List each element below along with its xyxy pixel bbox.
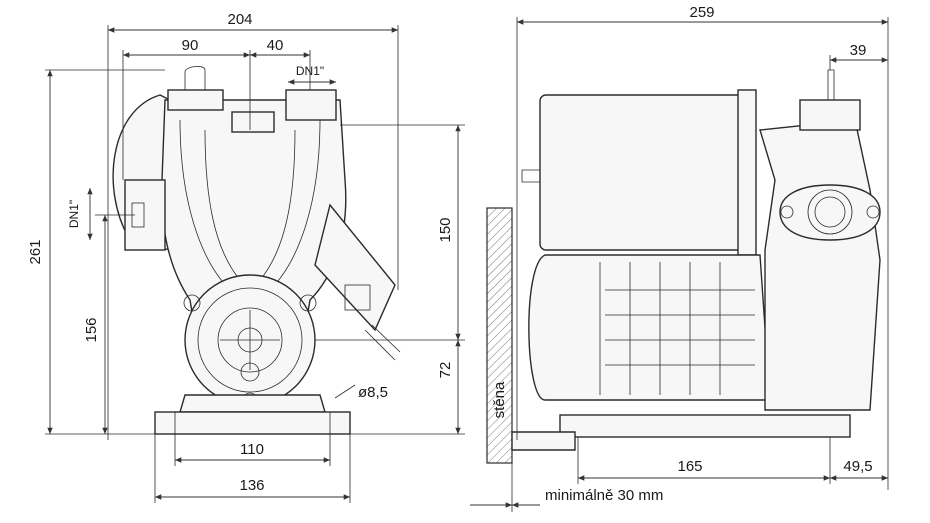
dim-side-length: 259 [689, 4, 714, 21]
dim-inlet-height: 156 [83, 317, 100, 342]
dim-front-left-offset: 90 [182, 37, 199, 54]
side-view: 259 39 165 49,5 stěna minimálně 30 mm [470, 4, 889, 512]
wall-label: stěna [491, 381, 508, 418]
dim-min-clearance: minimálně 30 mm [545, 487, 663, 504]
dim-front-right-offset: 40 [267, 37, 284, 54]
dim-side-base: 165 [677, 458, 702, 475]
dim-upper-height: 150 [437, 217, 454, 242]
dim-base-holes: 110 [240, 441, 264, 458]
front-view: 204 90 40 DN1" DN1" 261 156 150 72 ø8,5 … [27, 11, 465, 503]
dim-hole: ø8,5 [358, 384, 388, 401]
dim-lower-height: 72 [437, 362, 454, 379]
dim-front-width: 204 [227, 11, 252, 28]
dim-front-outlet: DN1" [296, 64, 324, 78]
dim-total-height: 261 [27, 239, 44, 264]
dim-side-top-offset: 39 [850, 42, 867, 59]
wall [486, 207, 513, 464]
dim-base-width: 136 [239, 477, 264, 494]
dim-side-overhang: 49,5 [843, 458, 872, 475]
dim-front-inlet: DN1" [67, 200, 81, 228]
